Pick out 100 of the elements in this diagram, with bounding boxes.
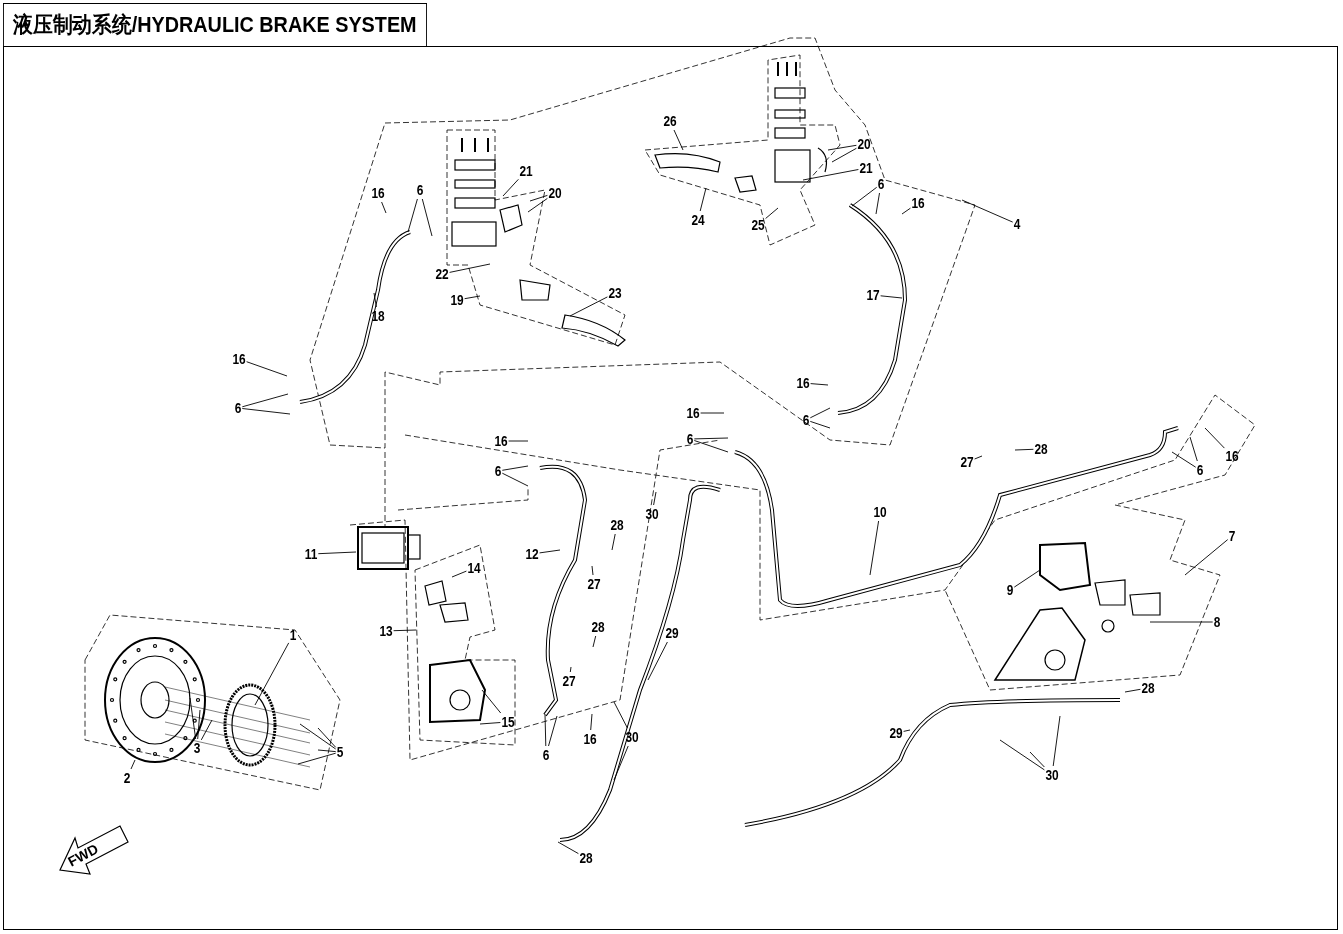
callout-number: 6 (686, 431, 694, 447)
callout-number: 16 (583, 731, 597, 747)
callout-number: 16 (371, 185, 385, 201)
callout-number: 30 (625, 729, 639, 745)
leader-line (246, 361, 288, 377)
leader-line (802, 169, 859, 181)
callout-number: 4 (1013, 216, 1021, 232)
callout-number: 20 (548, 185, 562, 201)
leader-line (961, 199, 1014, 223)
leader-line (592, 635, 597, 648)
callout-number: 29 (889, 725, 903, 741)
leader-line (539, 549, 561, 554)
leader-line (869, 520, 880, 576)
leader-line (373, 292, 377, 308)
callout-number: 16 (1225, 448, 1239, 464)
callout-number: 29 (665, 625, 679, 641)
callout-number: 6 (1196, 462, 1204, 478)
leader-line (501, 472, 529, 487)
callout-number: 3 (193, 740, 201, 756)
leader-line (700, 412, 725, 414)
leader-line (189, 697, 197, 740)
leader-line (851, 186, 878, 207)
leader-line (527, 197, 548, 213)
callout-number: 2 (123, 770, 131, 786)
leader-line (501, 465, 529, 471)
leader-line (765, 207, 779, 219)
leader-line (831, 147, 857, 163)
callout-number: 28 (591, 619, 605, 635)
callout-number: 21 (859, 160, 873, 176)
callout-number: 30 (1045, 767, 1059, 783)
leader-line (317, 551, 357, 555)
leader-line (901, 207, 911, 215)
callout-number: 28 (610, 517, 624, 533)
leader-line (647, 641, 668, 681)
leader-line (809, 407, 831, 419)
leader-line (999, 739, 1045, 771)
leader-line (693, 440, 729, 453)
callout-number: 6 (802, 412, 810, 428)
title: 液压制动系统/HYDRAULIC BRAKE SYSTEM (3, 3, 427, 46)
callout-number: 27 (562, 673, 576, 689)
leader-line (130, 759, 136, 770)
callout-number: 25 (751, 217, 765, 233)
callout-number: 23 (608, 285, 622, 301)
callout-number: 16 (686, 405, 700, 421)
callout-number: 26 (663, 113, 677, 129)
leader-line (1014, 448, 1034, 451)
leader-line (381, 201, 387, 214)
leader-line (1149, 621, 1214, 623)
leader-line (297, 752, 337, 765)
leader-line (449, 263, 491, 273)
callout-number: 15 (501, 714, 515, 730)
leader-line (569, 296, 608, 317)
leader-line (421, 198, 433, 237)
callout-number: 16 (232, 351, 246, 367)
leader-line (974, 455, 983, 460)
callout-number: 14 (467, 560, 481, 576)
callout-number: 22 (435, 266, 449, 282)
leader-line (557, 841, 579, 855)
leader-line (653, 491, 657, 506)
leader-line (613, 701, 628, 729)
leader-line (299, 723, 337, 750)
leader-line (1029, 751, 1045, 768)
leader-line (1124, 688, 1141, 693)
leader-line (903, 729, 911, 732)
callout-number: 6 (234, 400, 242, 416)
leader-line (880, 295, 903, 299)
leader-line (1184, 539, 1229, 576)
callout-number: 28 (1141, 680, 1155, 696)
leader-line (544, 713, 547, 747)
leader-line (810, 383, 829, 386)
leader-line (827, 144, 857, 151)
leader-line (699, 187, 707, 212)
callout-number: 13 (379, 623, 393, 639)
callout-number: 30 (645, 506, 659, 522)
leader-line (809, 420, 831, 429)
callout-number: 28 (579, 850, 593, 866)
leader-line (317, 727, 337, 748)
callout-number: 20 (857, 136, 871, 152)
callout-number: 9 (1006, 582, 1014, 598)
leader-line (1052, 715, 1061, 767)
leader-line (611, 533, 616, 551)
leader-line (529, 194, 548, 202)
leader-line (1013, 569, 1041, 588)
callout-number: 11 (304, 546, 318, 562)
leader-line (479, 722, 501, 725)
leader-line (590, 713, 593, 731)
callout-number: 12 (525, 546, 539, 562)
callout-number: 1 (289, 627, 297, 643)
leader-line (393, 629, 417, 632)
callout-number: 27 (960, 454, 974, 470)
callout-number: 27 (587, 576, 601, 592)
leader-line (591, 565, 594, 576)
callout-number: 16 (494, 433, 508, 449)
leader-line (502, 178, 519, 197)
callout-number: 17 (866, 287, 880, 303)
callout-number: 6 (416, 182, 424, 198)
leader-line (481, 689, 502, 714)
callout-number: 16 (911, 195, 925, 211)
callout-number: 6 (877, 176, 885, 192)
leader-line (464, 295, 481, 300)
